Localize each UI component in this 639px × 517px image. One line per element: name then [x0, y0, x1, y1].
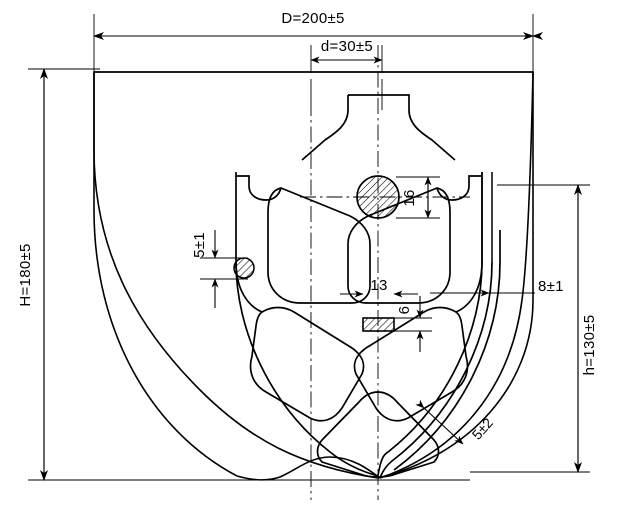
rim-shell	[481, 172, 493, 262]
dimension-fillet-radius-label: 5±2	[469, 415, 497, 443]
dimension-inner-height: h=130±5	[574, 184, 598, 473]
inner-body-contour	[235, 229, 501, 479]
dimension-overall-width: D=200±5	[93, 10, 543, 40]
dimension-hub-bore: 16	[396, 176, 440, 219]
dimension-overall-height: H=180±5	[17, 68, 48, 481]
dimension-spoke-width: 13	[340, 277, 418, 298]
dimension-web-thickness-label: 5±1	[191, 232, 208, 258]
dimension-inner-height-label: h=130±5	[581, 315, 598, 376]
dimension-hub-bore-label: 16	[401, 189, 418, 206]
center-slot-rect	[362, 317, 395, 332]
dimension-fillet-radius: 5±2	[415, 399, 497, 445]
hub-bore-circle	[356, 175, 400, 219]
dimension-overall-width-label: D=200±5	[281, 10, 344, 27]
web-hole-circle	[233, 257, 255, 279]
dimension-slot-height: 6	[394, 296, 432, 352]
dimension-spoke-width-label: 13	[370, 277, 387, 294]
outer-shield-outline	[93, 71, 534, 479]
dimension-web-thickness: 5±1	[191, 230, 248, 308]
dimension-rim-thickness-label: 8±1	[538, 278, 564, 295]
extension-lines	[28, 14, 590, 481]
shield-silhouette	[95, 73, 532, 79]
inner-wheel-body	[235, 94, 483, 478]
dimension-rim-thickness: 8±1	[430, 278, 564, 297]
dimension-hub-width-label: d=30±5	[321, 38, 373, 55]
dimension-slot-height-label: 6	[396, 306, 413, 315]
dimension-hub-width: d=30±5	[310, 38, 383, 64]
center-lines	[300, 45, 470, 500]
dimension-overall-height-label: H=180±5	[17, 243, 34, 306]
